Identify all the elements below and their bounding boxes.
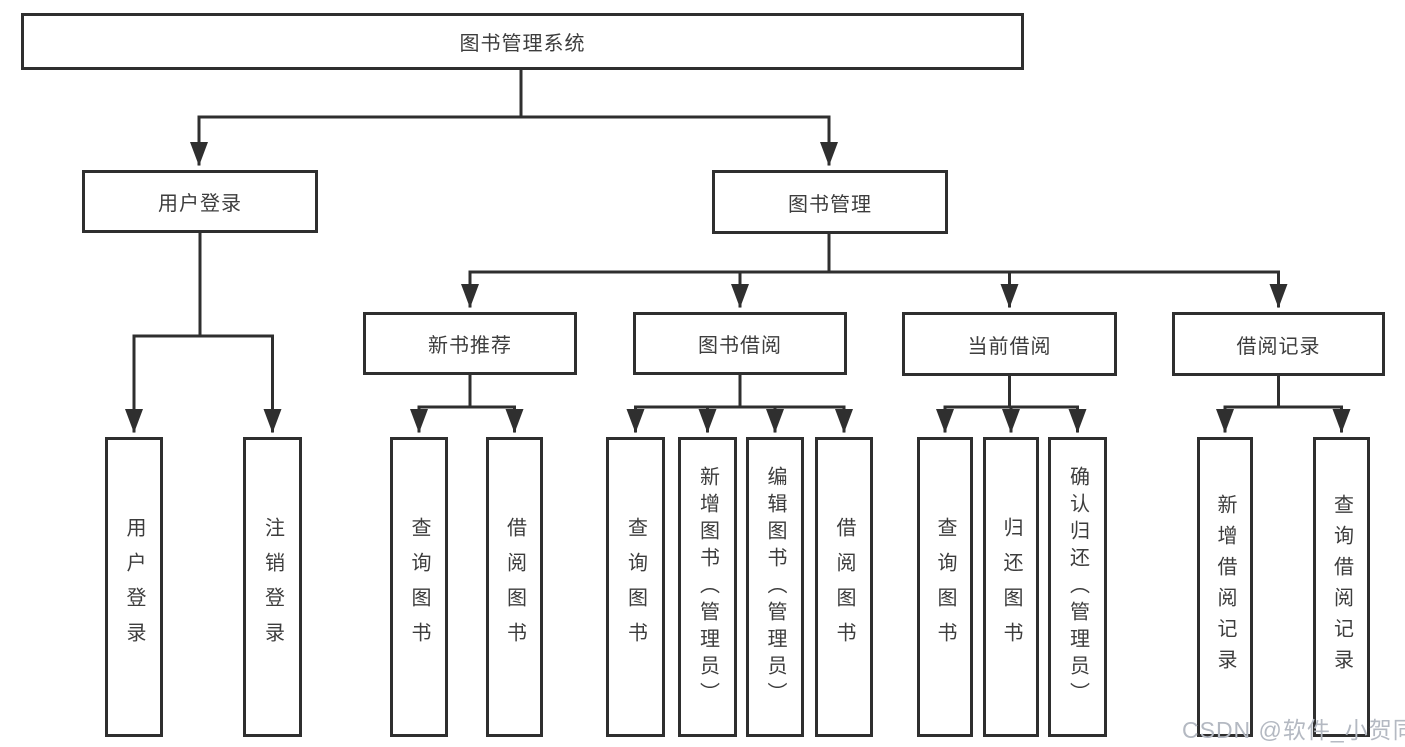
leaf-label: 注销登录 [261,517,284,657]
leaf-records-query-record: 查询借阅记录 [1313,437,1370,737]
leaf-records-add-record: 新增借阅记录 [1197,437,1253,737]
leaf-current-return-books: 归还图书 [983,437,1039,737]
leaf-label: 归还图书 [1000,517,1022,657]
leaf-label: 新增借阅记录 [1214,494,1236,680]
leaf-label: 借阅图书 [833,517,855,657]
leaf-logout: 注销登录 [243,437,302,737]
node-label: 图书借阅 [698,335,782,357]
node-book-borrow: 图书借阅 [633,312,847,375]
leaf-borrow-add-books-admin: 新增图书（管理员） [678,437,737,737]
node-label: 图书管理 [788,193,872,216]
node-current-borrow: 当前借阅 [902,312,1117,376]
leaf-newbook-query-books: 查询图书 [390,437,448,737]
leaf-newbook-borrow-books: 借阅图书 [486,437,543,737]
leaf-label: 编辑图书（管理员） [764,465,786,709]
node-label: 用户登录 [158,193,242,215]
leaf-borrow-edit-books-admin: 编辑图书（管理员） [746,437,804,737]
node-user-login: 用户登录 [82,170,318,233]
node-book-management: 图书管理 [712,170,948,234]
node-label: 借阅记录 [1236,335,1321,358]
leaf-label: 查询图书 [408,517,430,657]
leaf-label: 查询图书 [624,517,647,657]
node-borrow-records: 借阅记录 [1172,312,1385,376]
leaf-label: 查询借阅记录 [1330,494,1353,680]
leaf-label: 借阅图书 [503,517,526,657]
node-label: 当前借阅 [967,335,1052,358]
leaf-current-confirm-return-admin: 确认归还（管理员） [1048,437,1107,737]
leaf-label: 新增图书（管理员） [696,465,719,709]
leaf-label: 查询图书 [934,517,956,657]
csdn-watermark: CSDN @软件_小贺同学 [1182,717,1405,743]
node-new-book-recommend: 新书推荐 [363,312,577,375]
leaf-label: 用户登录 [123,517,145,657]
node-library-management-system: 图书管理系统 [21,13,1024,70]
leaf-label: 确认归还（管理员） [1066,465,1089,709]
leaf-user-login: 用户登录 [105,437,163,737]
node-label: 图书管理系统 [459,33,586,55]
leaf-borrow-borrow-books: 借阅图书 [815,437,873,737]
leaf-borrow-query-books: 查询图书 [606,437,665,737]
leaf-current-query-books: 查询图书 [917,437,973,737]
node-label: 新书推荐 [428,335,512,357]
